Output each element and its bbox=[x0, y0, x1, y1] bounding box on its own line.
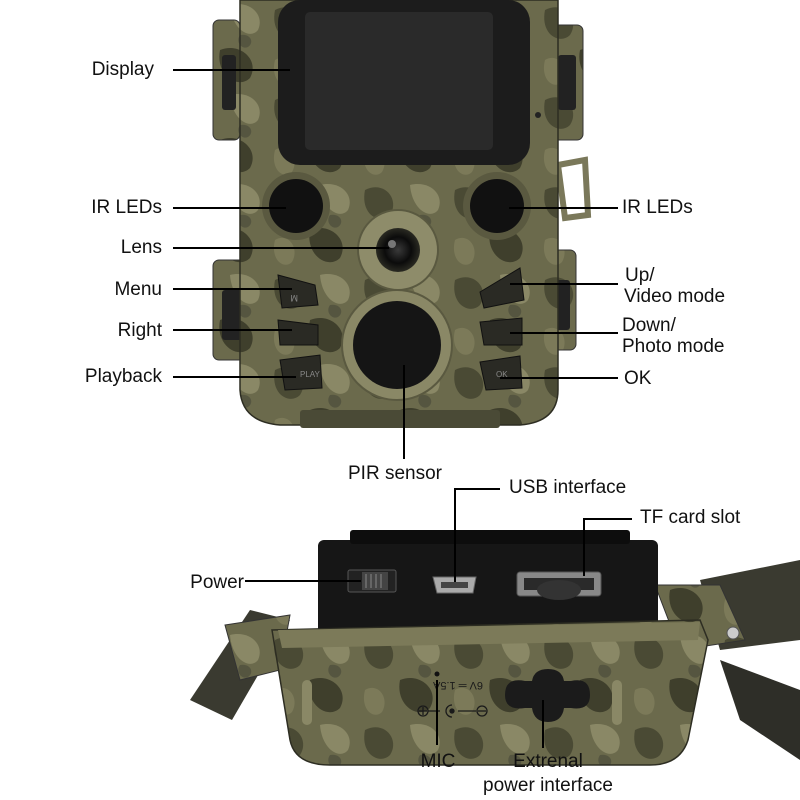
ok-button-marking: OK bbox=[496, 370, 508, 379]
label-pir-sensor: PIR sensor bbox=[348, 463, 442, 484]
label-power: Power bbox=[190, 572, 244, 593]
label-ir-leds-left: IR LEDs bbox=[91, 197, 162, 218]
playback-button-marking: PLAY bbox=[300, 370, 321, 379]
label-power-interface: power interface bbox=[483, 775, 613, 796]
polarity-symbol bbox=[417, 704, 488, 718]
power-rating-marking: 6V ═ 1.5A bbox=[432, 679, 483, 691]
leader-usb bbox=[454, 488, 500, 582]
camera-front bbox=[212, 0, 592, 428]
label-mic: MIC bbox=[420, 751, 456, 772]
label-right: Right bbox=[117, 320, 162, 341]
label-video-mode: Video mode bbox=[624, 286, 726, 307]
label-down: Down/ bbox=[622, 315, 676, 336]
label-playback: Playback bbox=[84, 366, 162, 387]
camera-bottom: 6V ═ 1.5A bbox=[190, 530, 800, 766]
label-external: Extrenal bbox=[513, 751, 583, 772]
label-tf-card-slot: TF card slot bbox=[640, 507, 741, 528]
label-photo-mode: Photo mode bbox=[622, 336, 725, 357]
label-usb-interface: USB interface bbox=[509, 477, 627, 498]
label-lens: Lens bbox=[120, 237, 162, 258]
menu-button-marking: M bbox=[291, 293, 299, 303]
label-ir-leds-right: IR LEDs bbox=[622, 197, 693, 218]
label-ok: OK bbox=[624, 368, 652, 389]
leader-lines bbox=[173, 69, 632, 748]
leader-tf bbox=[583, 518, 632, 576]
label-up: Up/ bbox=[625, 265, 655, 286]
label-menu: Menu bbox=[114, 279, 162, 300]
label-display: Display bbox=[91, 59, 154, 80]
